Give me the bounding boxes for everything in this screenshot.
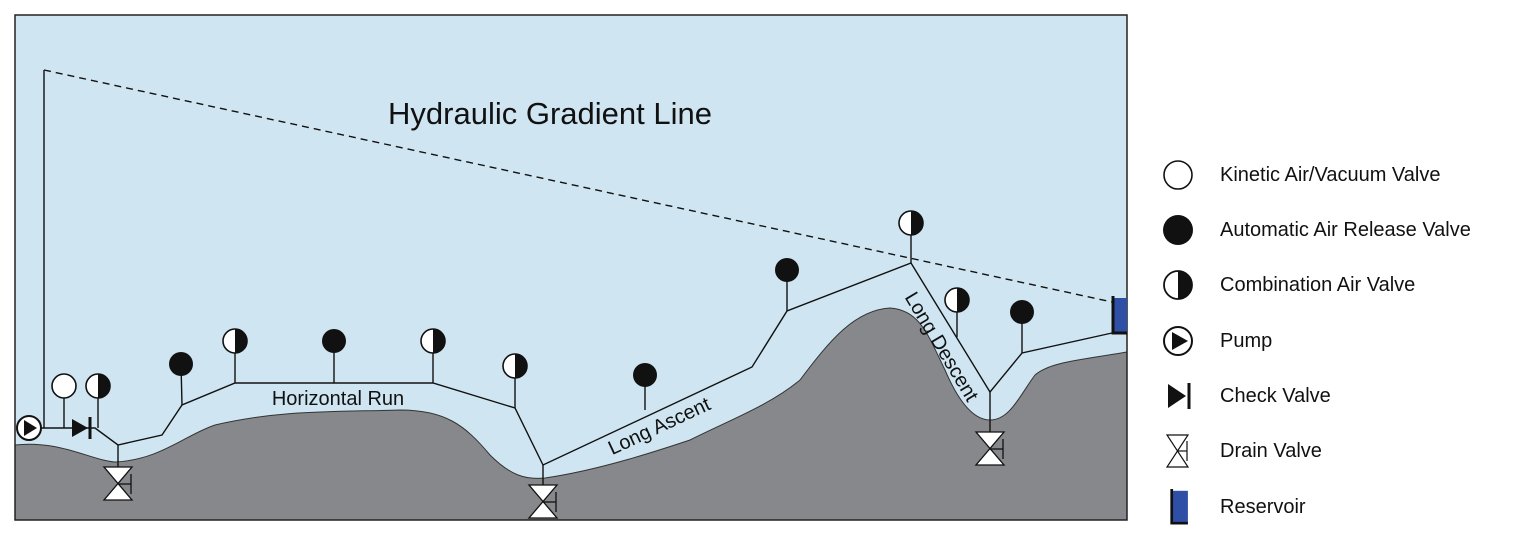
legend-label: Automatic Air Release Valve: [1220, 219, 1471, 241]
label-horizontal-run: Horizontal Run: [272, 388, 404, 410]
pump-icon: [16, 415, 42, 441]
legend-item-reservoir: Reservoir: [1150, 487, 1520, 527]
combination-air-valve-icon: [1163, 270, 1193, 300]
diagram-title: Hydraulic Gradient Line: [388, 96, 712, 131]
automatic-air-release-valve-icon: [322, 329, 346, 353]
legend-item-drain-valve: Drain Valve: [1150, 431, 1520, 471]
legend-item-kinetic-air-vacuum-valve: Kinetic Air/Vacuum Valve: [1150, 155, 1520, 195]
drain-valve-icon: [527, 484, 559, 519]
legend-item-pump: Pump: [1150, 321, 1520, 361]
legend-item-check-valve: Check Valve: [1150, 376, 1520, 416]
pump-icon: [1163, 326, 1193, 356]
combination-air-valve-icon: [898, 210, 924, 236]
combination-air-valve-icon: [420, 328, 446, 354]
drain-valve-icon: [1165, 434, 1190, 468]
kinetic-air-vacuum-valve-icon: [1163, 160, 1193, 190]
drain-valve-icon: [974, 431, 1006, 466]
combination-air-valve-icon: [944, 287, 970, 313]
check-valve-icon: [72, 417, 92, 439]
legend-label: Kinetic Air/Vacuum Valve: [1220, 164, 1441, 186]
legend-label: Check Valve: [1220, 385, 1331, 407]
legend-label: Combination Air Valve: [1220, 274, 1416, 296]
legend-item-combination-air-valve: Combination Air Valve: [1150, 265, 1520, 305]
hydraulic-gradient-line: [43, 69, 1113, 303]
diagram-frame: [14, 14, 1128, 521]
automatic-air-release-valve-icon: [633, 363, 657, 387]
combination-air-valve-icon: [85, 373, 111, 399]
legend-label: Drain Valve: [1220, 440, 1322, 462]
automatic-air-release-valve-icon: [169, 352, 193, 376]
automatic-air-release-valve-icon: [1010, 300, 1034, 324]
combination-air-valve-icon: [502, 353, 528, 379]
legend-label: Reservoir: [1220, 496, 1306, 518]
legend-item-automatic-air-release-valve: Automatic Air Release Valve: [1150, 210, 1520, 250]
combination-air-valve-icon: [222, 328, 248, 354]
automatic-air-release-valve-icon: [1163, 215, 1193, 245]
automatic-air-release-valve-icon: [775, 258, 799, 282]
reservoir-icon: [1170, 489, 1188, 525]
kinetic-air-vacuum-valve-icon: [51, 373, 77, 399]
legend-label: Pump: [1220, 330, 1273, 352]
reservoir-icon: [1111, 296, 1127, 335]
check-valve-icon: [1168, 383, 1191, 409]
drain-valve-icon: [102, 466, 134, 501]
